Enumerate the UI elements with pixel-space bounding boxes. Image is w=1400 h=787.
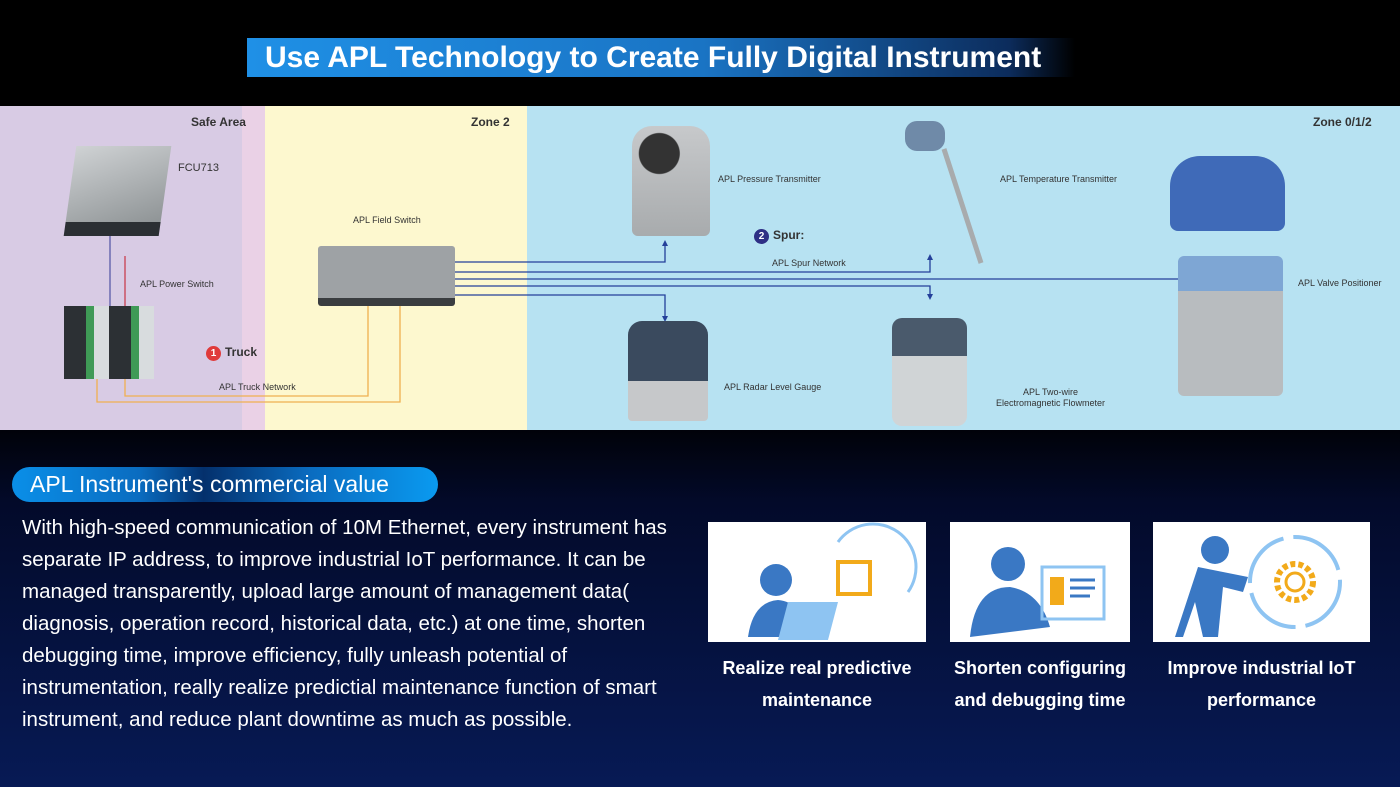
zone-label-safe: Safe Area bbox=[191, 115, 246, 129]
engineer-laptop-chip-icon bbox=[748, 522, 918, 640]
field-switch-image bbox=[318, 246, 455, 306]
spur-label: 2 Spur: bbox=[754, 228, 804, 244]
benefit-card-iot-performance bbox=[1153, 522, 1370, 642]
temperature-transmitter-image bbox=[905, 121, 945, 151]
caption-line: maintenance bbox=[761, 690, 873, 710]
spur-number-badge: 2 bbox=[754, 229, 769, 244]
valve-body-image bbox=[1178, 256, 1283, 396]
radar-level-gauge-label: APL Radar Level Gauge bbox=[724, 382, 822, 392]
valve-positioner-image bbox=[1170, 156, 1285, 231]
section-body: With high-speed communication of 10M Eth… bbox=[22, 516, 667, 731]
spur-text: Spur: bbox=[773, 228, 805, 242]
flowmeter-label-line2: Electromagnetic Flowmeter bbox=[996, 398, 1106, 408]
caption-line: Shorten configuring bbox=[954, 658, 1126, 678]
temperature-transmitter-label: APL Temperature Transmitter bbox=[1000, 174, 1118, 184]
benefit-caption-predictive: Realize real predictive maintenance bbox=[708, 652, 926, 716]
caption-line: Improve industrial IoT bbox=[1167, 658, 1356, 678]
truck-text: Truck bbox=[225, 345, 258, 359]
caption-line: and debugging time bbox=[954, 690, 1126, 710]
engineer-gear-cycle-icon bbox=[1175, 535, 1342, 637]
pressure-transmitter-image bbox=[632, 126, 710, 236]
benefit-caption-iot: Improve industrial IoT performance bbox=[1153, 652, 1370, 716]
truck-number-badge: 1 bbox=[206, 346, 221, 361]
power-switch-label: APL Power Switch bbox=[140, 279, 214, 289]
benefit-card-predictive-maintenance bbox=[708, 522, 926, 642]
slide-title: Use APL Technology to Create Fully Digit… bbox=[247, 38, 1075, 77]
power-switch-image bbox=[64, 306, 154, 379]
truck-network-label: APL Truck Network bbox=[219, 382, 296, 392]
spur-network-label: APL Spur Network bbox=[772, 258, 846, 268]
zone-label-2: Zone 2 bbox=[471, 115, 510, 129]
section-heading: APL Instrument's commercial value bbox=[12, 467, 438, 502]
radar-level-gauge-image bbox=[628, 321, 708, 421]
benefit-card-configuring bbox=[950, 522, 1130, 642]
fcu713-label: FCU713 bbox=[178, 162, 219, 174]
benefit-caption-configuring: Shorten configuring and debugging time bbox=[940, 652, 1140, 716]
zone-boundary bbox=[242, 106, 265, 430]
caption-line: Realize real predictive bbox=[722, 658, 912, 678]
flowmeter-image bbox=[892, 318, 967, 426]
pressure-transmitter-label: APL Pressure Transmitter bbox=[718, 174, 821, 184]
truck-label: 1 Truck bbox=[206, 345, 257, 361]
field-switch-label: APL Field Switch bbox=[353, 215, 421, 225]
zone-label-012: Zone 0/1/2 bbox=[1313, 115, 1372, 129]
engineer-computer-icon bbox=[970, 547, 1106, 637]
caption-line: performance bbox=[1206, 690, 1317, 710]
connection-lines bbox=[96, 236, 1187, 403]
fcu713-controller-image bbox=[63, 146, 172, 236]
valve-positioner-label: APL Valve Positioner bbox=[1298, 278, 1382, 288]
apl-network-diagram: Safe Area Zone 2 Zone 0/1/2 FCU713 APL P… bbox=[0, 106, 1400, 430]
flowmeter-label-line1: APL Two-wire bbox=[1023, 387, 1079, 397]
